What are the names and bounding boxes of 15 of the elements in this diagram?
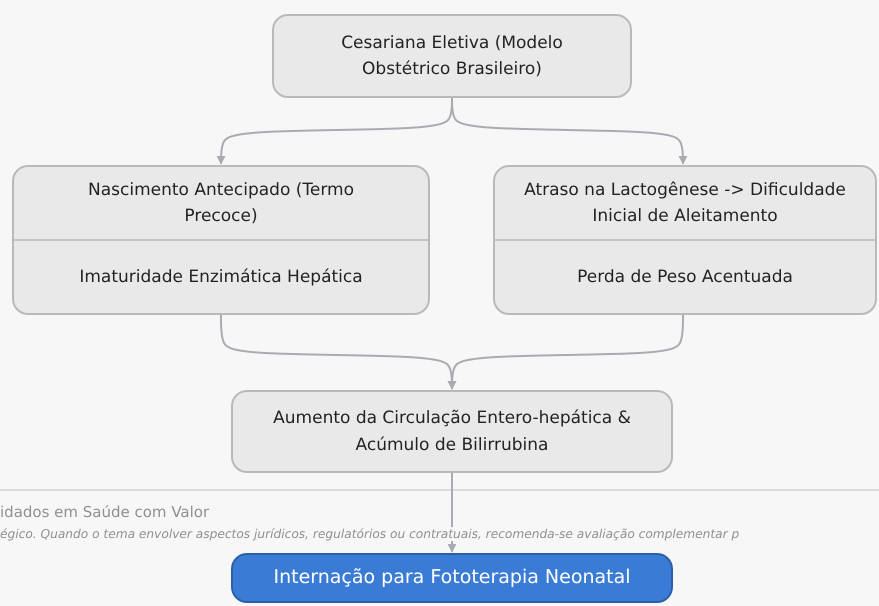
box-text: Nascimento Antecipado (Termo Precoce) xyxy=(87,178,355,228)
arrow xyxy=(448,315,684,390)
process-box xyxy=(493,165,877,315)
box-text: Imaturidade Enzimática Hepática xyxy=(79,266,363,289)
process-box xyxy=(12,165,430,315)
box-text: Internação para Fototerapia Neonatal xyxy=(273,565,631,590)
process-box xyxy=(272,14,632,98)
box-text: Aumento da Circulação Entero-hepática & Acúmulo de Bilirrubina xyxy=(272,407,632,456)
process-box xyxy=(231,390,673,473)
box-text: Atraso na Lactogênese -> Dificuldade Inicial de Aleitamento xyxy=(523,178,847,228)
box-text: Perda de Peso Acentuada xyxy=(577,266,793,289)
arrow xyxy=(451,98,688,165)
footer-note: égico. Quando o tema envolver aspectos jurídicos, regulatórios ou contratuais, recomenda-se avaliação complementar p xyxy=(0,527,740,541)
box-text: Cesariana Eletiva (Modelo Obstétrico Brasileiro) xyxy=(340,32,564,81)
outcome-box xyxy=(231,553,673,603)
